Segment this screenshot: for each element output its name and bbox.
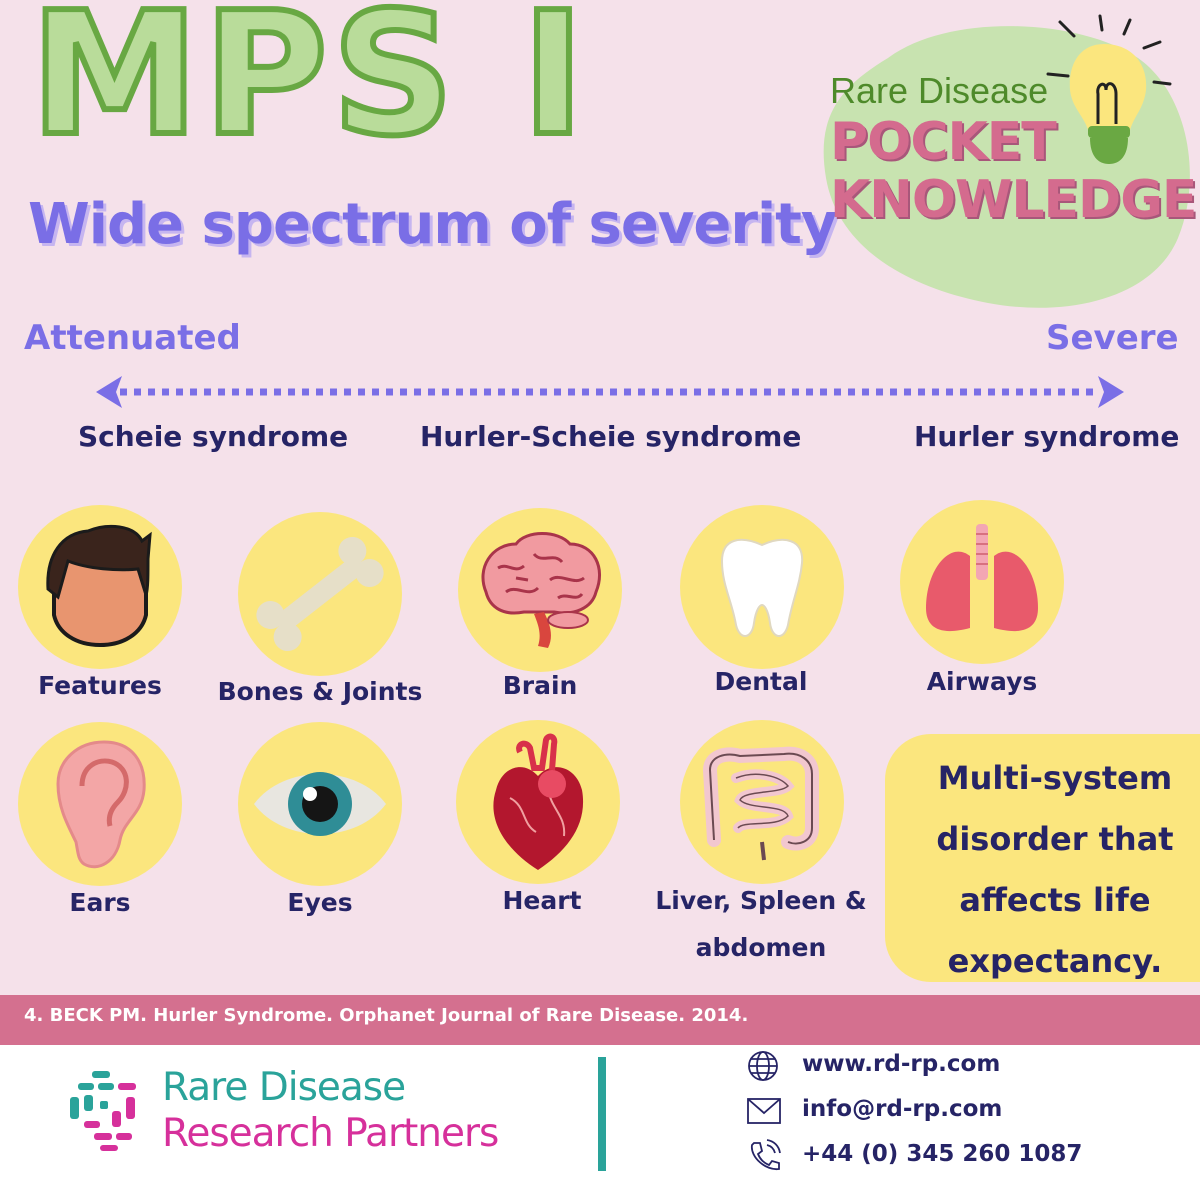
phone-link[interactable]: +44 (0) 345 260 1087: [802, 1141, 1083, 1167]
tooth-icon: [720, 538, 804, 637]
eye-icon: [254, 772, 386, 836]
envelope-icon: [747, 1098, 781, 1124]
label-features: Features: [38, 671, 162, 700]
label-eyes: Eyes: [287, 888, 353, 917]
callout-line-4: expectancy.: [947, 942, 1163, 980]
label-airways: Airways: [926, 667, 1038, 696]
heart-circle: [456, 720, 620, 884]
email-link[interactable]: info@rd-rp.com: [802, 1096, 1003, 1122]
airways-circle: [900, 500, 1064, 664]
lungs-icon: [926, 524, 1038, 632]
website-link[interactable]: www.rd-rp.com: [802, 1051, 1001, 1077]
brand-line-1: Rare Disease: [162, 1065, 406, 1110]
scale-right-label: Severe: [1046, 318, 1179, 358]
scale-left-label: Attenuated: [24, 318, 241, 358]
label-liver-spleen-line2: abdomen: [695, 933, 827, 962]
badge-line-rare-disease: Rare Disease: [830, 70, 1049, 111]
badge-line-knowledge: KNOWLEDGE: [830, 170, 1197, 230]
dental-circle: [680, 505, 844, 669]
label-liver-spleen-line1: Liver, Spleen &: [655, 886, 867, 915]
callout-line-2: disorder that: [936, 820, 1174, 858]
page-title: MPS I: [27, 0, 589, 174]
label-ears: Ears: [69, 888, 131, 917]
label-heart: Heart: [502, 886, 582, 915]
brain-circle: [458, 508, 622, 672]
reference-bar: 4. BECK PM. Hurler Syndrome. Orphanet Jo…: [0, 995, 1200, 1045]
features-circle: [18, 505, 182, 669]
syndrome-hurler: Hurler syndrome: [914, 420, 1180, 453]
lightbulb-icon: [1046, 14, 1172, 164]
callout-line-1: Multi-system: [937, 759, 1173, 797]
bones-circle: [238, 512, 402, 676]
ear-icon: [56, 740, 146, 869]
label-bones-joints: Bones & Joints: [217, 677, 423, 706]
badge-line-pocket: POCKET: [830, 112, 1057, 172]
multi-system-callout: Multi-system disorder that affects life …: [885, 734, 1200, 982]
brand-line-2: Research Partners: [162, 1111, 499, 1156]
bone-icon: [256, 536, 384, 652]
severity-arrow: [96, 376, 1124, 408]
syndrome-hurler-scheie: Hurler-Scheie syndrome: [420, 420, 802, 453]
globe-icon: [748, 1051, 778, 1081]
eyes-circle: [238, 722, 402, 886]
heart-icon: [493, 733, 584, 870]
label-dental: Dental: [714, 667, 808, 696]
label-brain: Brain: [502, 671, 578, 700]
intestines-icon: [702, 746, 819, 861]
page-subtitle: Wide spectrum of severity: [28, 192, 837, 257]
footer-divider: [598, 1057, 606, 1171]
abdomen-circle: [680, 720, 844, 884]
footer: Rare Disease Research Partners www.rd-rp…: [0, 1045, 1200, 1200]
reference-text: 4. BECK PM. Hurler Syndrome. Orphanet Jo…: [24, 1005, 749, 1026]
phone-icon: [751, 1139, 781, 1170]
syndrome-scheie: Scheie syndrome: [78, 420, 349, 453]
rdrp-logo-icon: [70, 1071, 136, 1151]
face-icon: [46, 524, 152, 648]
brain-icon: [481, 532, 602, 648]
ears-circle: [18, 722, 182, 886]
callout-line-3: affects life: [959, 881, 1151, 919]
